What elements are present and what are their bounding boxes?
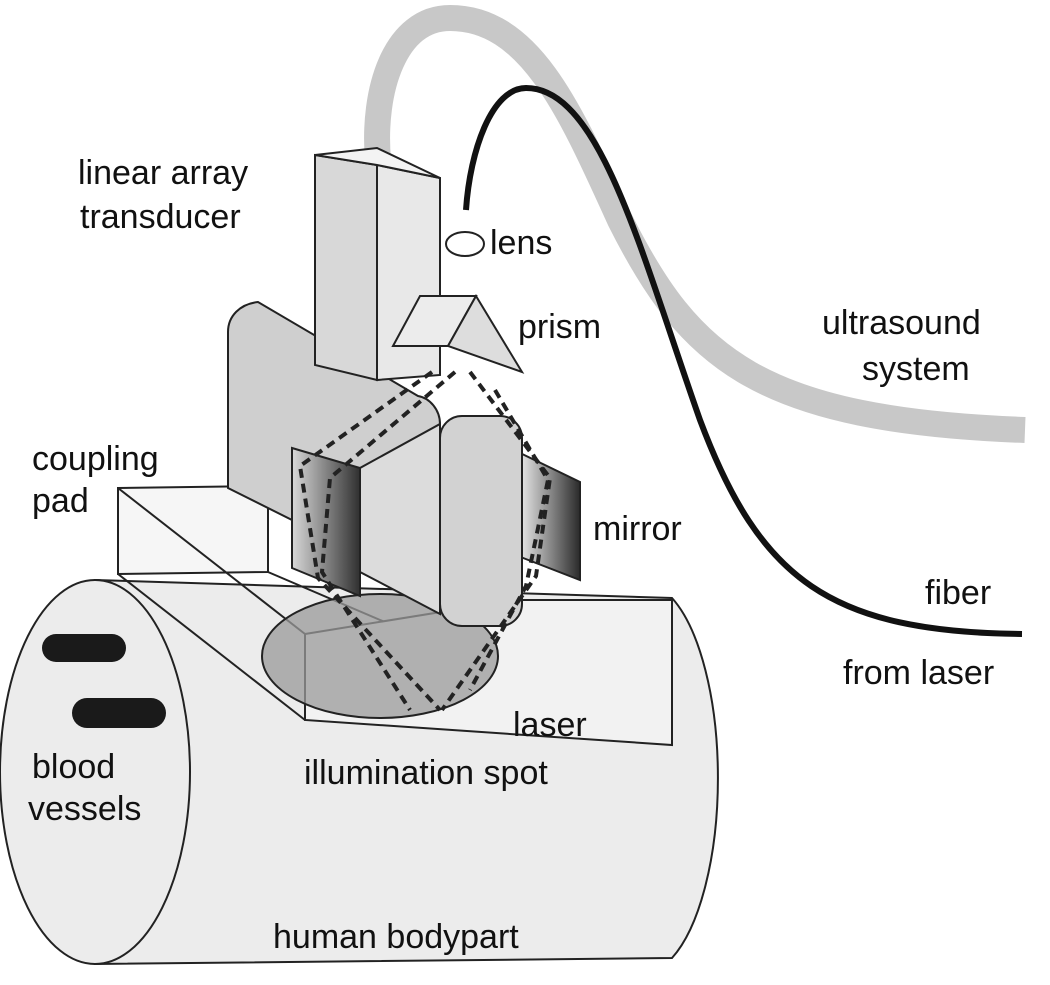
label-lens: lens <box>490 224 552 262</box>
blood-vessel <box>72 698 166 728</box>
label-coupling-2: pad <box>32 482 89 520</box>
illumination-spot <box>261 593 499 719</box>
laser-beam-paths <box>297 370 553 712</box>
label-transducer-2: transducer <box>80 198 241 236</box>
label-laser: laser <box>513 706 587 744</box>
transducer-top-face <box>314 146 441 179</box>
prism <box>391 294 525 374</box>
mirror-right <box>517 450 581 582</box>
labels: linear array transducer lens prism ultra… <box>28 154 994 956</box>
label-vessels: vessels <box>28 790 141 828</box>
label-mirror: mirror <box>593 510 682 548</box>
label-illumination-spot: illumination spot <box>304 754 548 792</box>
bodypart-end-cap <box>0 579 191 965</box>
label-ultrasound-1: ultrasound <box>822 304 981 342</box>
label-transducer-1: linear array <box>78 154 248 192</box>
transducer-front-face <box>314 153 378 382</box>
transducer-side-face <box>376 163 441 382</box>
probe-housing-front-cap <box>439 415 523 627</box>
label-human-bodypart: human bodypart <box>273 918 519 956</box>
label-fiber: fiber <box>925 574 991 612</box>
label-prism: prism <box>518 308 601 346</box>
laser-fiber <box>463 84 1023 637</box>
label-ultrasound-2: system <box>862 350 970 388</box>
label-from-laser: from laser <box>843 654 994 692</box>
ultrasound-cable <box>364 4 1026 443</box>
label-blood: blood <box>32 748 115 786</box>
mirror-left <box>291 446 361 598</box>
blood-vessel <box>42 634 126 662</box>
label-coupling-1: coupling <box>32 440 159 478</box>
lens <box>445 231 485 257</box>
